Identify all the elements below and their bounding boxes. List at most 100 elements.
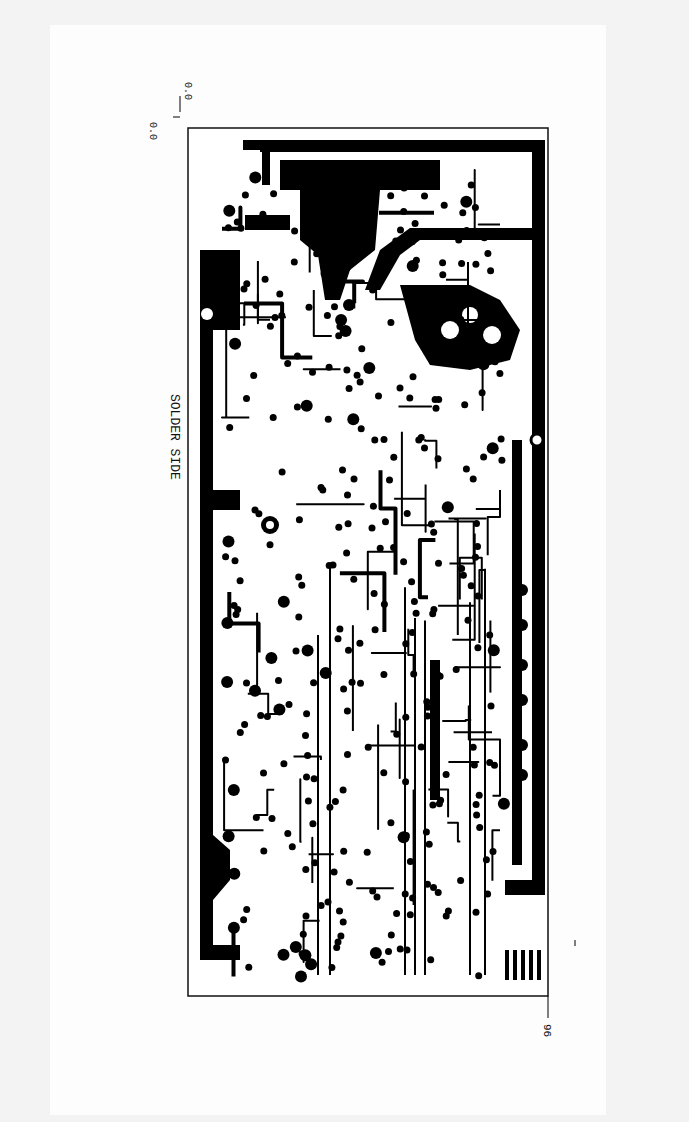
solder-pad xyxy=(353,193,360,200)
solder-pad xyxy=(357,680,364,687)
trace xyxy=(317,635,319,975)
trace xyxy=(479,223,500,225)
solder-pad xyxy=(402,714,409,721)
solder-pad xyxy=(350,576,357,583)
solder-pad xyxy=(351,476,358,483)
solder-pad xyxy=(398,831,410,843)
solder-pad xyxy=(466,353,478,365)
solder-pad xyxy=(343,299,355,311)
solder-pad xyxy=(293,648,300,655)
solder-pad xyxy=(478,358,490,370)
solder-pad xyxy=(315,195,322,202)
solder-pad xyxy=(404,510,411,517)
trace xyxy=(474,170,476,232)
solder-pad xyxy=(441,296,448,303)
trace xyxy=(256,790,274,815)
solder-pad xyxy=(295,613,302,620)
solder-pad xyxy=(326,562,333,569)
solder-pad xyxy=(397,384,404,391)
solder-pad xyxy=(326,804,333,811)
trace xyxy=(442,720,471,721)
solder-pad xyxy=(435,671,442,678)
solder-pad xyxy=(471,761,478,768)
solder-pad xyxy=(358,425,365,432)
solder-pad xyxy=(393,731,400,738)
solder-pad xyxy=(309,820,316,827)
solder-pad xyxy=(302,732,309,739)
solder-pad xyxy=(321,195,328,202)
trace xyxy=(258,261,270,320)
copper-pour xyxy=(400,285,520,370)
solder-pad xyxy=(409,629,416,636)
solder-pad xyxy=(309,369,316,376)
trace xyxy=(229,592,258,653)
trace xyxy=(304,368,341,370)
solder-pad xyxy=(267,541,274,548)
solder-pad xyxy=(433,405,440,412)
solder-pad xyxy=(322,207,329,214)
solder-pad xyxy=(294,353,301,360)
solder-pad xyxy=(335,524,342,531)
trace xyxy=(438,289,467,305)
solder-pad xyxy=(372,626,379,633)
trace xyxy=(300,779,301,842)
solder-pad xyxy=(400,558,407,565)
solder-pad xyxy=(280,760,287,767)
solder-pad xyxy=(278,949,290,961)
solder-pad xyxy=(305,958,317,970)
solder-pad xyxy=(345,647,352,654)
solder-pad xyxy=(496,370,503,377)
solder-pad xyxy=(413,610,420,617)
solder-pad xyxy=(430,529,437,536)
solder-pad xyxy=(402,640,409,647)
solder-pad xyxy=(344,708,351,715)
solder-pad xyxy=(472,554,479,561)
solder-pad xyxy=(483,856,490,863)
ground-strip xyxy=(200,250,240,960)
connector-pad xyxy=(513,950,517,980)
solder-pad xyxy=(463,466,470,473)
solder-pad xyxy=(375,393,382,400)
solder-pad xyxy=(370,947,382,959)
solder-pad xyxy=(408,578,415,585)
solder-pad xyxy=(443,289,450,296)
solder-pad xyxy=(472,261,479,268)
solder-pad xyxy=(253,814,260,821)
solder-pad xyxy=(492,358,499,365)
solder-pad xyxy=(407,260,419,272)
solder-pad xyxy=(331,303,338,310)
solder-pad xyxy=(370,503,377,510)
solder-pad xyxy=(369,287,376,294)
solder-pad xyxy=(226,315,233,322)
trace xyxy=(225,278,227,418)
solder-pad xyxy=(325,416,332,423)
solder-pad xyxy=(241,721,248,728)
solder-pad xyxy=(232,557,239,564)
trace xyxy=(455,666,500,668)
solder-pad xyxy=(388,932,395,939)
solder-pad xyxy=(296,516,303,523)
dimension-value: 96 xyxy=(541,1022,553,1039)
trace xyxy=(408,629,413,677)
solder-pad xyxy=(472,204,479,211)
solder-pad xyxy=(275,677,282,684)
solder-pad xyxy=(250,372,257,379)
solder-pad xyxy=(406,394,413,401)
solder-pad xyxy=(243,395,250,402)
trace xyxy=(372,652,407,654)
trace xyxy=(402,432,433,526)
solder-pad xyxy=(471,327,483,339)
solder-pad xyxy=(435,455,442,462)
solder-pad xyxy=(228,922,240,934)
trace xyxy=(476,506,500,510)
trace xyxy=(482,342,484,410)
solder-pad xyxy=(347,413,359,425)
solder-pad xyxy=(228,868,240,880)
solder-pad xyxy=(237,225,244,232)
trace xyxy=(340,573,385,632)
solder-pad xyxy=(343,549,350,556)
solder-pad xyxy=(325,899,332,906)
solder-pad xyxy=(354,372,361,379)
solder-pad xyxy=(234,218,241,225)
solder-pad xyxy=(304,752,311,759)
